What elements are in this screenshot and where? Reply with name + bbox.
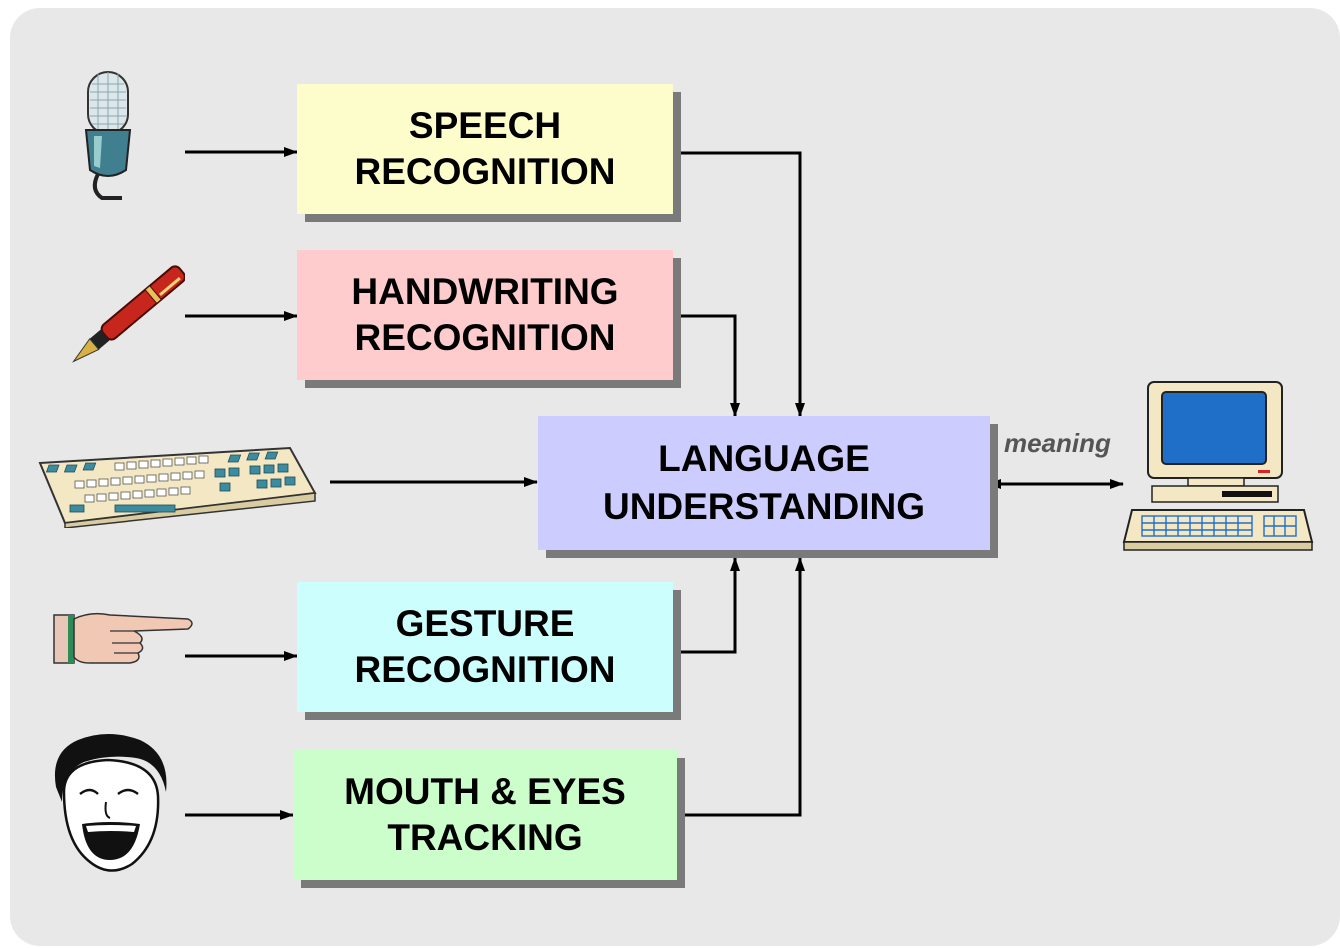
language-box-line2: UNDERSTANDING xyxy=(602,486,926,527)
mouth-eyes-tracking-box: MOUTH & EYES TRACKING xyxy=(293,750,677,880)
language-box-line1: LANGUAGE xyxy=(658,437,870,479)
speech-box-line1: SPEECH xyxy=(408,104,562,146)
gesture-box-line1: GESTURE xyxy=(395,602,575,644)
fountain-pen-icon xyxy=(72,265,185,363)
keyboard-icon xyxy=(38,446,317,528)
gesture-box-line2: RECOGNITION xyxy=(354,649,616,690)
mouth-box-line1: MOUTH & EYES xyxy=(344,770,626,812)
language-understanding-box: LANGUAGE UNDERSTANDING xyxy=(538,416,990,550)
speech-recognition-box: SPEECH RECOGNITION xyxy=(297,84,673,214)
connector-speech-to-language xyxy=(680,151,805,417)
handwriting-recognition-box: HANDWRITING RECOGNITION xyxy=(297,250,673,380)
gesture-recognition-box: GESTURE RECOGNITION xyxy=(297,582,673,712)
connector-handwriting-to-language xyxy=(680,314,740,417)
laughing-face-icon xyxy=(54,734,167,872)
connector-gesture-to-language xyxy=(680,557,740,654)
connector-mouth-to-language xyxy=(680,557,805,817)
handwriting-box-line2: RECOGNITION xyxy=(354,317,616,358)
meaning-label: meaning xyxy=(1004,428,1111,458)
speech-box-line2: RECOGNITION xyxy=(354,151,616,192)
computer-icon xyxy=(1122,381,1314,551)
microphone-icon xyxy=(84,71,132,200)
pointing-hand-icon xyxy=(53,612,193,664)
handwriting-box-line1: HANDWRITING xyxy=(351,270,619,312)
mouth-box-line2: TRACKING xyxy=(387,817,583,858)
